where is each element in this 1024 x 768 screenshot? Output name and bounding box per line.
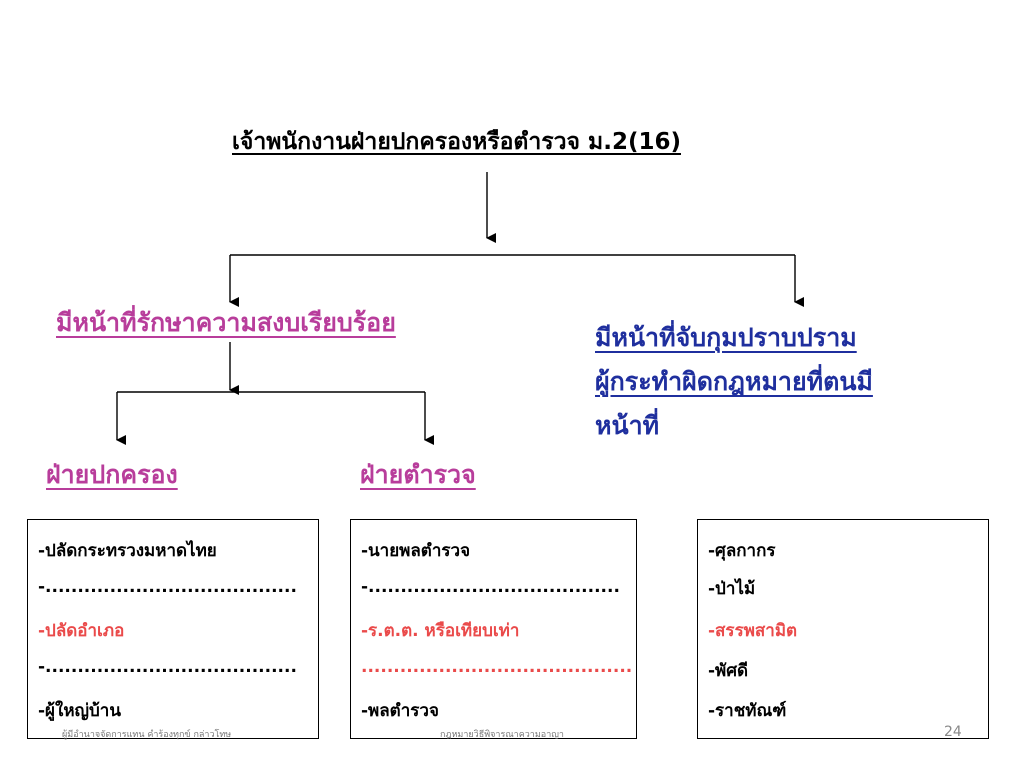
page-title: เจ้าพนักงานฝ่ายปกครองหรือตำรวจ ม.2(16): [232, 129, 681, 155]
admin-item-5: -ผู้ใหญ่บ้าน: [38, 701, 121, 721]
other-item-4: -พัศดี: [708, 661, 749, 681]
police-item-3: -ร.ต.ต. หรือเทียบเท่า: [361, 621, 520, 641]
police-item-4: ........................................…: [361, 657, 633, 677]
branch-arrest-line-1: มีหน้าที่จับกุมปราบปราม: [595, 323, 857, 352]
police-item-5: -พลตำรวจ: [361, 701, 439, 721]
police-officials-box: -นายพลตำรวจ -...........................…: [350, 519, 637, 739]
admin-item-1: -ปลัดกระทรวงมหาดไทย: [38, 541, 217, 561]
admin-item-2: -.......................................: [38, 577, 297, 597]
branch-police-heading: ฝ่ายตำรวจ: [360, 460, 476, 489]
other-item-3: -สรรพสามิต: [708, 621, 798, 641]
admin-item-4: -.......................................: [38, 657, 297, 677]
admin-officials-box: -ปลัดกระทรวงมหาดไทย -...................…: [27, 519, 319, 739]
other-item-2: -ป่าไม้: [708, 579, 756, 599]
admin-item-3: -ปลัดอำเภอ: [38, 621, 125, 641]
branch-peace-heading: มีหน้าที่รักษาความสงบเรียบร้อย: [56, 308, 396, 337]
page-number: 24: [944, 724, 962, 740]
police-item-1: -นายพลตำรวจ: [361, 541, 471, 561]
branch-arrest-line-3: หน้าที่: [595, 411, 660, 440]
police-item-2: -.......................................: [361, 577, 620, 597]
footer-center-text: กฎหมายวิธีพิจารณาความอาญา: [440, 730, 564, 740]
branch-arrest-line-2: ผู้กระทำผิดกฎหมายที่ตนมี: [595, 367, 873, 396]
other-officials-box: -ศุลกากร -ป่าไม้ -สรรพสามิต -พัศดี -ราชท…: [697, 519, 989, 739]
other-item-1: -ศุลกากร: [708, 541, 776, 561]
branch-arrest-heading: มีหน้าที่จับกุมปราบปราม ผู้กระทำผิดกฎหมา…: [595, 316, 873, 448]
other-item-5: -ราชทัณฑ์: [708, 701, 787, 721]
footer-left-text: ผู้มีอำนาจจัดการแทน คำร้องทุกข์ กล่าวโทษ: [62, 730, 232, 740]
branch-admin-heading: ฝ่ายปกครอง: [46, 460, 178, 489]
